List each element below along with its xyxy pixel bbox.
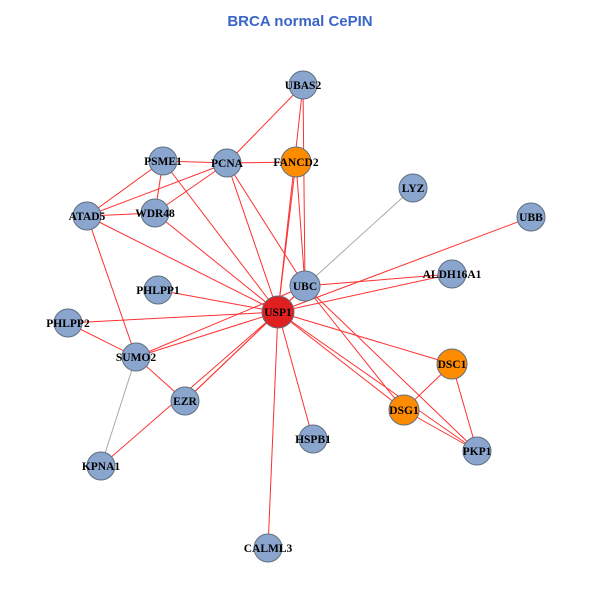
node-circle-DSG1: [388, 394, 420, 426]
node-circle-KPNA1: [86, 451, 116, 481]
node-label-UBAS2: UBAS2: [285, 80, 322, 92]
node-DSC1: DSC1: [436, 348, 468, 380]
edge-UBC-PKP1: [304, 285, 478, 452]
node-circle-ALDH16A1: [437, 259, 467, 289]
node-circle-USP1: [261, 295, 295, 329]
node-WDR48: WDR48: [135, 198, 175, 228]
edge-UBC-FANCD2: [295, 161, 306, 287]
node-PHLPP1: PHLPP1: [136, 275, 180, 305]
edge-USP1-PHLPP2: [67, 311, 279, 324]
node-label-DSC1: DSC1: [438, 359, 467, 371]
node-UBB: UBB: [516, 202, 546, 232]
edge-USP1-DSC1: [277, 311, 453, 365]
edge-UBAS2-PCNA: [226, 84, 304, 164]
node-ALDH16A1: ALDH16A1: [423, 259, 482, 289]
node-PHLPP2: PHLPP2: [46, 308, 90, 338]
node-label-CALML3: CALML3: [244, 543, 293, 555]
edge-UBC-DSG1: [304, 285, 405, 411]
edge-LYZ-UBC: [304, 187, 414, 287]
node-ATAD5: ATAD5: [69, 201, 106, 231]
page-title: BRCA normal CePIN: [227, 13, 372, 30]
node-KPNA1: KPNA1: [82, 451, 121, 481]
node-circle-CALML3: [253, 533, 283, 563]
node-circle-PSME1: [148, 146, 178, 176]
node-label-PHLPP1: PHLPP1: [136, 285, 180, 297]
node-FANCD2: FANCD2: [273, 146, 319, 178]
edge-ATAD5-SUMO2: [86, 215, 137, 358]
node-label-PHLPP2: PHLPP2: [46, 318, 90, 330]
node-circle-ATAD5: [72, 201, 102, 231]
node-label-PCNA: PCNA: [211, 158, 244, 170]
edge-USP1-DSG1: [277, 311, 405, 411]
node-PCNA: PCNA: [211, 148, 244, 178]
node-circle-SUMO2: [121, 342, 151, 372]
node-label-ALDH16A1: ALDH16A1: [423, 269, 482, 281]
node-PSME1: PSME1: [144, 146, 182, 176]
node-circle-WDR48: [140, 198, 170, 228]
node-label-ATAD5: ATAD5: [69, 211, 106, 223]
edge-UBC-PCNA: [226, 162, 306, 287]
edge-USP1-UBB: [277, 216, 532, 313]
node-label-USP1: USP1: [264, 307, 292, 319]
edge-USP1-PHLPP1: [157, 289, 279, 313]
node-LYZ: LYZ: [398, 173, 428, 203]
node-label-PKP1: PKP1: [463, 446, 492, 458]
node-circle-PHLPP1: [143, 275, 173, 305]
node-UBC: UBC: [289, 270, 321, 302]
node-circle-PHLPP2: [53, 308, 83, 338]
node-circle-UBC: [289, 270, 321, 302]
node-label-FANCD2: FANCD2: [273, 157, 318, 169]
edge-USP1-CALML3: [267, 311, 279, 549]
edge-USP1-WDR48: [154, 212, 279, 313]
edge-USP1-FANCD2: [277, 161, 297, 313]
node-EZR: EZR: [170, 386, 200, 416]
node-SUMO2: SUMO2: [116, 342, 157, 372]
node-circle-PCNA: [212, 148, 242, 178]
node-circle-FANCD2: [280, 146, 312, 178]
edge-USP1-ALDH16A1: [277, 273, 453, 313]
node-DSG1: DSG1: [388, 394, 420, 426]
edge-USP1-PKP1: [277, 311, 478, 452]
node-circle-HSPB1: [298, 424, 328, 454]
node-PKP1: PKP1: [462, 436, 492, 466]
node-label-UBC: UBC: [293, 281, 317, 293]
node-CALML3: CALML3: [244, 533, 293, 563]
node-label-HSPB1: HSPB1: [295, 434, 331, 446]
edge-USP1-HSPB1: [277, 311, 314, 440]
node-circle-UBAS2: [288, 70, 318, 100]
node-circle-DSC1: [436, 348, 468, 380]
node-label-DSG1: DSG1: [389, 405, 419, 417]
node-circle-EZR: [170, 386, 200, 416]
edge-USP1-PCNA: [226, 162, 279, 313]
node-label-PSME1: PSME1: [144, 156, 182, 168]
edge-PCNA-ATAD5: [86, 162, 228, 217]
edge-USP1-SUMO2: [135, 311, 279, 358]
node-circle-UBB: [516, 202, 546, 232]
edge-PSME1-ATAD5: [86, 160, 164, 217]
edge-USP1-PSME1: [162, 160, 279, 313]
edge-PCNA-WDR48: [154, 162, 228, 214]
node-label-KPNA1: KPNA1: [82, 461, 121, 473]
node-circle-PKP1: [462, 436, 492, 466]
edge-USP1-ATAD5: [86, 215, 279, 313]
node-UBAS2: UBAS2: [285, 70, 322, 100]
node-label-SUMO2: SUMO2: [116, 352, 157, 364]
node-label-UBB: UBB: [519, 212, 543, 224]
node-circle-LYZ: [398, 173, 428, 203]
edge-UBC-ALDH16A1: [304, 273, 453, 287]
node-label-LYZ: LYZ: [402, 183, 425, 195]
edge-KPNA1-SUMO2: [100, 356, 137, 467]
node-HSPB1: HSPB1: [295, 424, 331, 454]
node-USP1: USP1: [261, 295, 295, 329]
edge-UBC-UBAS2: [302, 84, 306, 287]
node-label-WDR48: WDR48: [135, 208, 175, 220]
node-label-EZR: EZR: [173, 396, 197, 408]
